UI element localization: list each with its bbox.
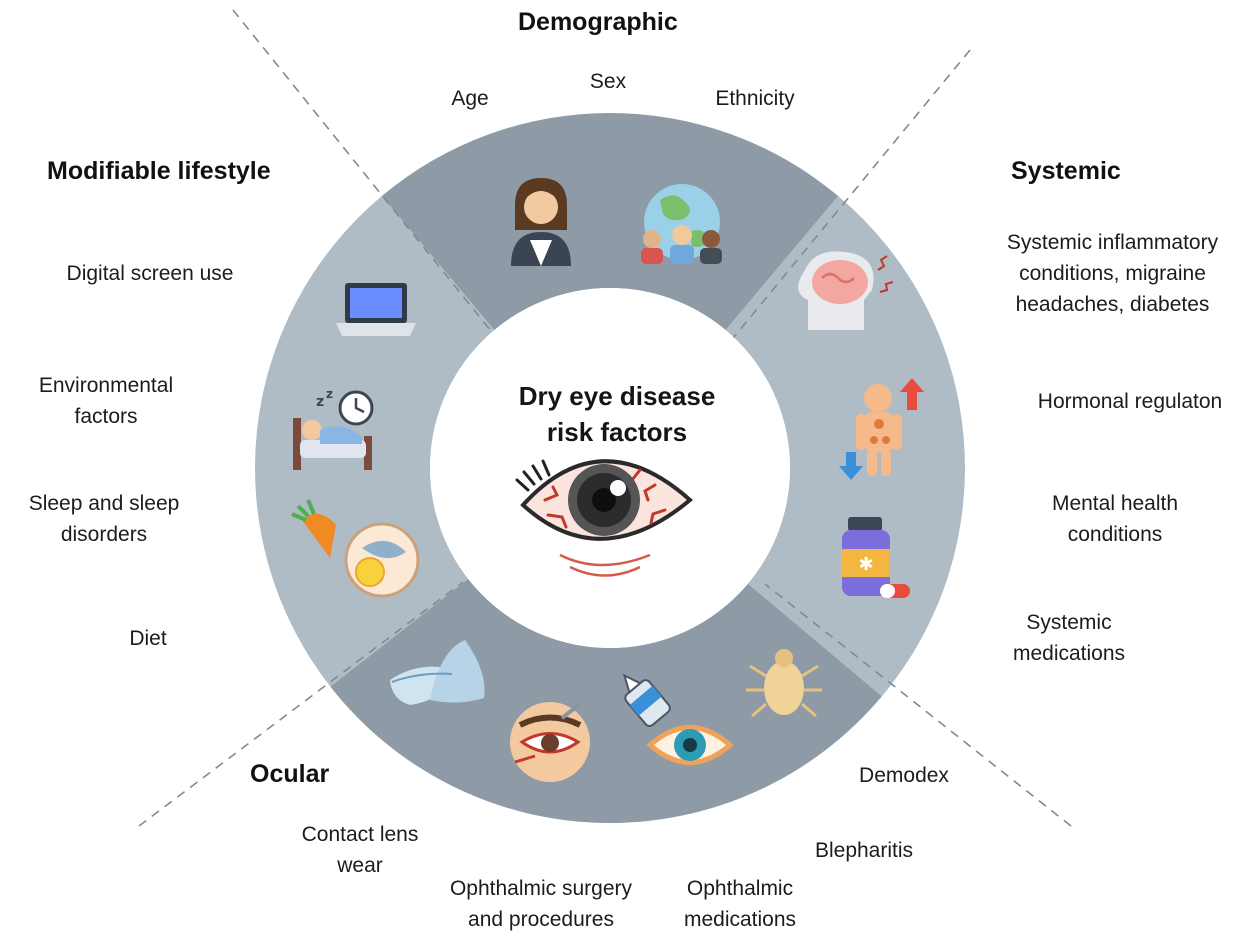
segment-title-demographic: Demographic: [518, 8, 678, 36]
ring-segment-ocular: [330, 578, 882, 823]
segment-title-lifestyle: Modifiable lifestyle: [47, 157, 271, 185]
label-blepharitis: Blepharitis: [814, 839, 914, 862]
label-diet: Diet: [129, 627, 167, 650]
label-environmental-factors: Environmental factors: [38, 374, 174, 428]
svg-text:✱: ✱: [858, 554, 873, 575]
center-title: Dry eye disease risk factors: [477, 378, 757, 450]
label-age: Age: [451, 87, 489, 110]
label-ophthalmic-medications: Ophthalmic medications: [683, 877, 797, 931]
ring-segment-lifestyle: [254, 196, 495, 687]
divider-line-bottom-right: [764, 583, 1072, 827]
hormone-body-icon: [839, 378, 924, 480]
label-systemic-medications: Systemic medications: [1012, 611, 1126, 665]
eye-surgery-icon: [510, 702, 590, 782]
eye-drops-icon: [622, 673, 734, 765]
woman-avatar-icon: [511, 178, 571, 266]
label-mental-health: Mental health conditions: [1051, 492, 1179, 546]
segment-title-ocular: Ocular: [250, 760, 330, 788]
center-title-line-2: risk factors: [546, 417, 688, 447]
sleep-clock-icon: z z: [293, 387, 374, 470]
label-systemic-inflammatory: Systemic inflammatory conditions, migrai…: [1006, 231, 1219, 316]
svg-text:z: z: [326, 387, 333, 401]
label-contact-lens: Contact lens wear: [301, 823, 419, 877]
red-eye-icon: [515, 459, 694, 577]
label-ophthalmic-surgery: Ophthalmic surgery and procedures: [449, 877, 633, 931]
ring-segment-systemic: [725, 196, 965, 697]
svg-text:z: z: [316, 394, 324, 410]
diverse-people-globe-icon: [641, 184, 722, 264]
label-ethnicity: Ethnicity: [715, 87, 795, 110]
segment-title-systemic: Systemic: [1011, 157, 1121, 185]
divider-line-bottom-left: [138, 581, 464, 827]
divider-line-top-left: [232, 9, 496, 337]
laptop-icon: [336, 283, 416, 336]
diet-food-icon: [291, 499, 420, 598]
label-sleep-disorders: Sleep and sleep disorders: [28, 492, 180, 546]
medicine-bottle-icon: ✱: [842, 517, 910, 598]
divider-line-top-right: [719, 49, 971, 355]
label-sex: Sex: [589, 70, 627, 93]
demodex-mite-icon: [746, 649, 822, 718]
brain-headache-icon: [798, 251, 894, 330]
label-digital-screen-use: Digital screen use: [66, 262, 234, 285]
center-title-line-1: Dry eye disease: [518, 381, 716, 411]
ring-segment-demographic: [381, 113, 839, 331]
contact-lens-icon: [390, 640, 485, 705]
label-demodex: Demodex: [859, 764, 949, 787]
label-hormonal-regulation: Hormonal regulaton: [1037, 390, 1223, 413]
